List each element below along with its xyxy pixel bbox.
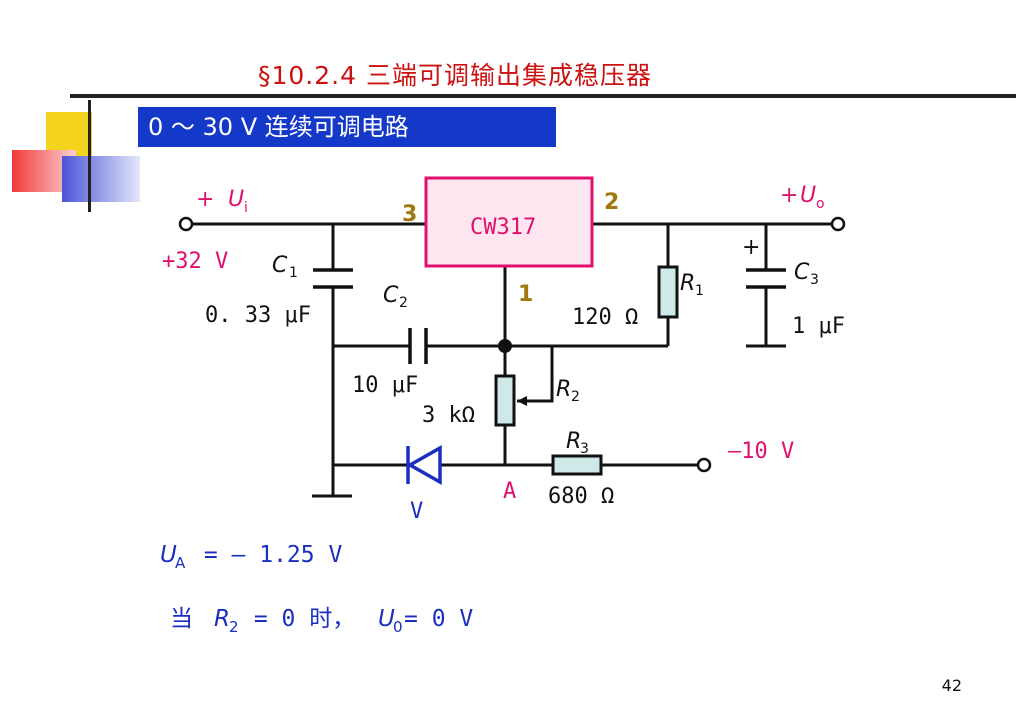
- decor-vertical-line: [88, 100, 91, 212]
- r2-value: 3 kΩ: [422, 403, 475, 428]
- ui-sub: i: [244, 200, 248, 216]
- pin-1-label: 1: [518, 282, 533, 307]
- note2-prefix: 当: [170, 606, 193, 632]
- note1-var: U: [160, 542, 177, 568]
- pin-2-label: 2: [604, 190, 619, 215]
- note1-sub: A: [175, 554, 186, 572]
- capacitor-c3: [746, 268, 786, 289]
- terminal-uo: [830, 216, 846, 232]
- section-subtitle: 0 ～ 30 V 连续可调电路: [138, 107, 556, 147]
- title-divider: [70, 94, 1016, 98]
- resistor-r2: [494, 374, 516, 427]
- c3-value: 1 μF: [792, 314, 845, 339]
- ui-plus: +: [196, 187, 214, 212]
- ic-label: CW317: [470, 215, 536, 240]
- r2-sub: 2: [571, 389, 580, 405]
- note1-text: = – 1.25 V: [190, 542, 342, 568]
- page-number: 42: [941, 676, 962, 695]
- decor-blue-square: [62, 156, 140, 202]
- diode-label: V: [410, 499, 423, 524]
- note2-sub2: 0: [393, 618, 403, 636]
- r1-value: 120 Ω: [572, 305, 638, 330]
- resistor-r3: [551, 454, 603, 476]
- r3-value: 680 Ω: [548, 484, 614, 509]
- uo-label: U: [800, 183, 816, 208]
- r2-wiper-arrow: [517, 396, 527, 406]
- r2-label: R: [556, 377, 571, 402]
- c3-plus: +: [742, 235, 760, 260]
- terminal-ui: [178, 216, 194, 232]
- diode-v: [406, 444, 442, 486]
- resistor-r1: [657, 265, 679, 319]
- uo-sub: o: [816, 196, 825, 212]
- input-voltage-label: +32 V: [162, 249, 228, 274]
- r1-sub: 1: [695, 283, 704, 299]
- uo-plus: +: [780, 183, 798, 208]
- terminal-neg10v: [696, 457, 712, 473]
- r3-sub: 3: [580, 441, 589, 457]
- note2-var2: U: [378, 606, 395, 632]
- note2-mid: = 0 时，: [240, 606, 355, 632]
- note2-var1: R: [214, 606, 230, 632]
- ui-label: U: [228, 187, 244, 212]
- neg-voltage-label: –10 V: [728, 439, 794, 464]
- node-a-label: A: [503, 479, 516, 504]
- c2-value: 10 μF: [352, 373, 418, 398]
- c2-label: C: [383, 283, 399, 308]
- note2-end: = 0 V: [404, 606, 473, 632]
- page-title: §10.2.4 三端可调输出集成稳压器: [258, 61, 652, 90]
- c2-sub: 2: [399, 295, 408, 311]
- c1-label: C: [272, 253, 288, 278]
- capacitor-c2: [408, 328, 428, 364]
- r1-label: R: [680, 271, 695, 296]
- junction-dot: [498, 339, 512, 353]
- r3-label: R: [566, 429, 581, 454]
- c3-sub: 3: [810, 272, 819, 288]
- note2-sub1: 2: [229, 618, 239, 636]
- c1-sub: 1: [289, 265, 298, 281]
- pin-3-label: 3: [402, 202, 417, 227]
- capacitor-c1: [313, 268, 353, 289]
- c3-label: C: [794, 260, 810, 285]
- c1-value: 0. 33 μF: [205, 303, 311, 328]
- wire-r2-wiper: [517, 346, 554, 403]
- ic-cw317: [424, 176, 594, 268]
